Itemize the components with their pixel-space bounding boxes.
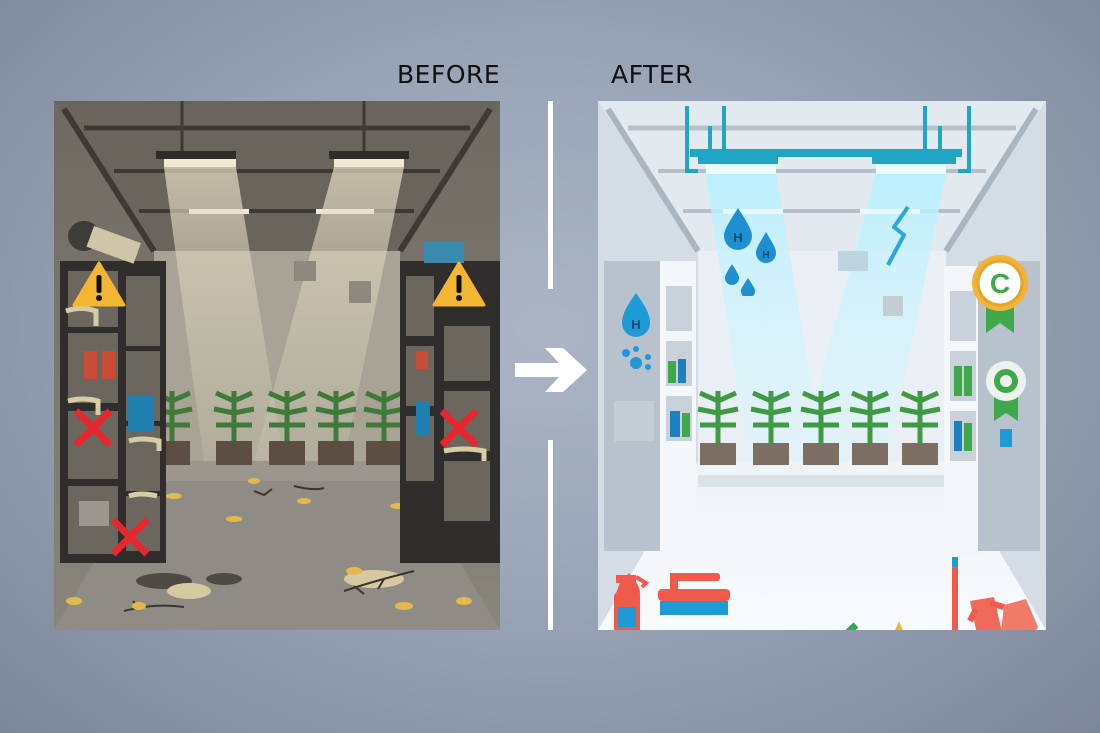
svg-text:C: C (990, 268, 1010, 299)
approval-ribbon-icon (986, 361, 1026, 447)
x-mark-icon (110, 517, 150, 557)
scrub-brush-icon (658, 573, 730, 615)
dirty-room-illustration (54, 101, 500, 630)
check-icon (845, 622, 859, 630)
x-mark-icon (439, 408, 479, 448)
arrow-right-icon (515, 348, 587, 392)
x-mark-icon (73, 408, 113, 448)
leaf-icon (618, 573, 640, 603)
svg-text:H: H (733, 230, 742, 245)
gloves-icon (967, 597, 1038, 630)
before-label: BEFORE (397, 60, 501, 89)
after-panel: H H H C (598, 101, 1046, 630)
svg-text:H: H (631, 317, 640, 332)
divider-top (548, 101, 553, 289)
star-icon (895, 621, 903, 630)
plants-row (697, 390, 941, 465)
warning-icon (72, 261, 126, 307)
svg-text:H: H (762, 250, 769, 261)
water-drop-h-icon: H H (724, 208, 776, 296)
certified-badge-icon: C (972, 255, 1028, 333)
divider-bottom (548, 440, 553, 630)
after-label: AFTER (611, 60, 693, 89)
before-panel (54, 101, 500, 630)
cloth-icon (664, 538, 734, 608)
warning-icon (432, 261, 486, 307)
water-drop-h-icon: H (622, 293, 651, 370)
left-shelf (604, 261, 696, 551)
mop-icon (952, 557, 958, 630)
right-shelf (400, 241, 500, 563)
lightning-icon (886, 205, 910, 266)
